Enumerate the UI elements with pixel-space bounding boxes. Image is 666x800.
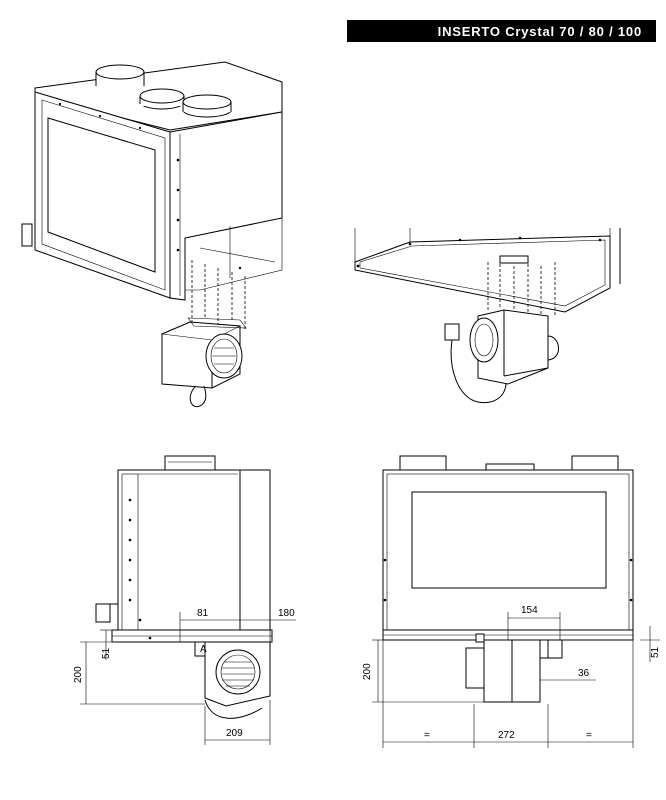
dim-51-side: 51 xyxy=(101,647,112,659)
flue-collar-1 xyxy=(95,64,145,86)
fan-unit-underside xyxy=(444,309,559,404)
dim-51-front: 51 xyxy=(650,646,661,658)
flue-collar-3 xyxy=(182,94,232,118)
dim-eq-right: = xyxy=(586,730,592,741)
side-elevation: 81 180 51 200 209 A xyxy=(73,455,296,745)
flue-collar-2 xyxy=(139,88,185,110)
dim-272: 272 xyxy=(498,730,515,741)
dim-209: 209 xyxy=(226,728,243,739)
iso-view-underside xyxy=(354,228,621,404)
iso-view-insert xyxy=(21,61,283,408)
dim-200-side: 200 xyxy=(73,666,84,683)
dim-154: 154 xyxy=(521,605,538,616)
dim-36: 36 xyxy=(578,668,590,679)
dim-180: 180 xyxy=(278,608,295,619)
fan-unit-front xyxy=(465,633,563,703)
front-elevation: 154 36 51 200 272 = = xyxy=(362,455,661,748)
document-title: INSERTO Crystal 70 / 80 / 100 xyxy=(347,20,656,42)
fan-unit-iso xyxy=(160,317,247,408)
fan-unit-side xyxy=(194,641,271,719)
dim-eq-left: = xyxy=(424,730,430,741)
dim-200-front: 200 xyxy=(362,663,373,680)
dim-81: 81 xyxy=(197,608,209,619)
marker-a: A xyxy=(200,644,207,655)
